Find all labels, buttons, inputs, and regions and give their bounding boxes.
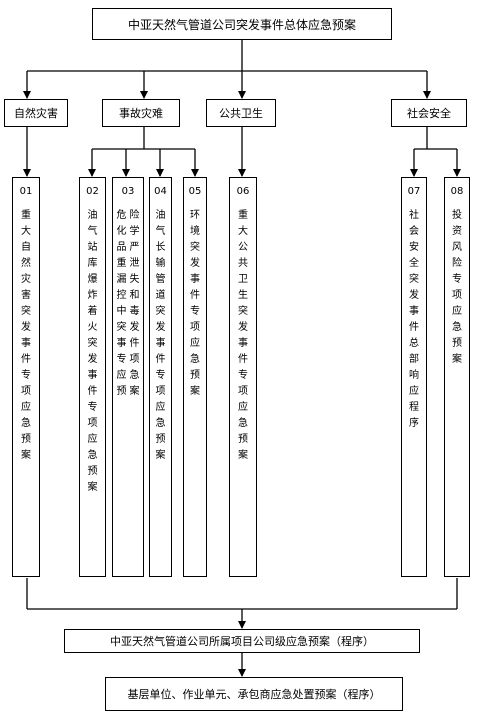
plan-box-03: 03 危化品重漏控中突事专应预 险学严泄失和毒发件项急案	[112, 177, 144, 577]
category-social-security: 社会安全	[391, 99, 467, 127]
plan-text-08: 投资风险专项应急预案	[452, 210, 462, 365]
plan-text-03-col1: 危化品重漏控中突事专应预	[116, 210, 127, 397]
category-accident-disaster-label: 事故灾难	[119, 107, 163, 120]
plan-number-01: 01	[19, 186, 33, 197]
category-public-health: 公共卫生	[206, 99, 276, 127]
plan-number-04: 04	[154, 186, 167, 197]
plan-box-02: 02 油气站库爆炸着火突发事件专项应急预案	[79, 177, 106, 577]
project-company-plan-box: 中亚天然气管道公司所属项目公司级应急预案（程序）	[64, 629, 420, 653]
grassroots-unit-plan-label: 基层单位、作业单元、承包商应急处置预案（程序）	[127, 688, 381, 701]
plan-box-08: 08 投资风险专项应急预案	[444, 177, 470, 577]
category-public-health-label: 公共卫生	[219, 107, 263, 120]
plan-box-04: 04 油气长输管道突发事件专项应急预案	[149, 177, 172, 577]
grassroots-unit-plan-box: 基层单位、作业单元、承包商应急处置预案（程序）	[105, 677, 403, 711]
plan-text-01: 重大自然灾害突发事件专项应急预案	[21, 210, 31, 461]
plan-number-06: 06	[236, 186, 250, 197]
category-accident-disaster: 事故灾难	[102, 99, 180, 127]
overall-emergency-plan-box: 中亚天然气管道公司突发事件总体应急预案	[92, 8, 392, 40]
plan-number-05: 05	[188, 186, 202, 197]
overall-emergency-plan-label: 中亚天然气管道公司突发事件总体应急预案	[127, 17, 356, 32]
category-natural-disaster-label: 自然灾害	[14, 107, 58, 120]
plan-text-02: 油气站库爆炸着火突发事件专项应急预案	[87, 210, 98, 493]
plan-box-01: 01 重大自然灾害突发事件专项应急预案	[12, 177, 40, 577]
plan-text-03: 危化品重漏控中突事专应预 险学严泄失和毒发件项急案	[113, 208, 143, 400]
plan-box-06: 06 重大公共卫生突发事件专项应急预案	[229, 177, 257, 577]
category-natural-disaster: 自然灾害	[4, 99, 68, 127]
plan-text-04: 油气长输管道突发事件专项应急预案	[155, 210, 166, 461]
plan-number-08: 08	[450, 186, 464, 197]
plan-box-07: 07 社会安全突发事件总部响应程序	[401, 177, 427, 577]
plan-number-03: 03	[121, 186, 135, 197]
plan-number-02: 02	[86, 186, 99, 197]
plan-text-07: 社会安全突发事件总部响应程序	[409, 210, 419, 429]
project-company-plan-label: 中亚天然气管道公司所属项目公司级应急预案（程序）	[110, 635, 374, 648]
plan-number-07: 07	[407, 186, 421, 197]
plan-text-03-col2: 险学严泄失和毒发件项急案	[129, 210, 140, 397]
plan-text-06: 重大公共卫生突发事件专项应急预案	[238, 210, 248, 461]
plan-box-05: 05 环境突发事件专项应急预案	[183, 177, 207, 577]
plan-text-05: 环境突发事件专项应急预案	[190, 210, 200, 397]
category-social-security-label: 社会安全	[407, 107, 451, 120]
